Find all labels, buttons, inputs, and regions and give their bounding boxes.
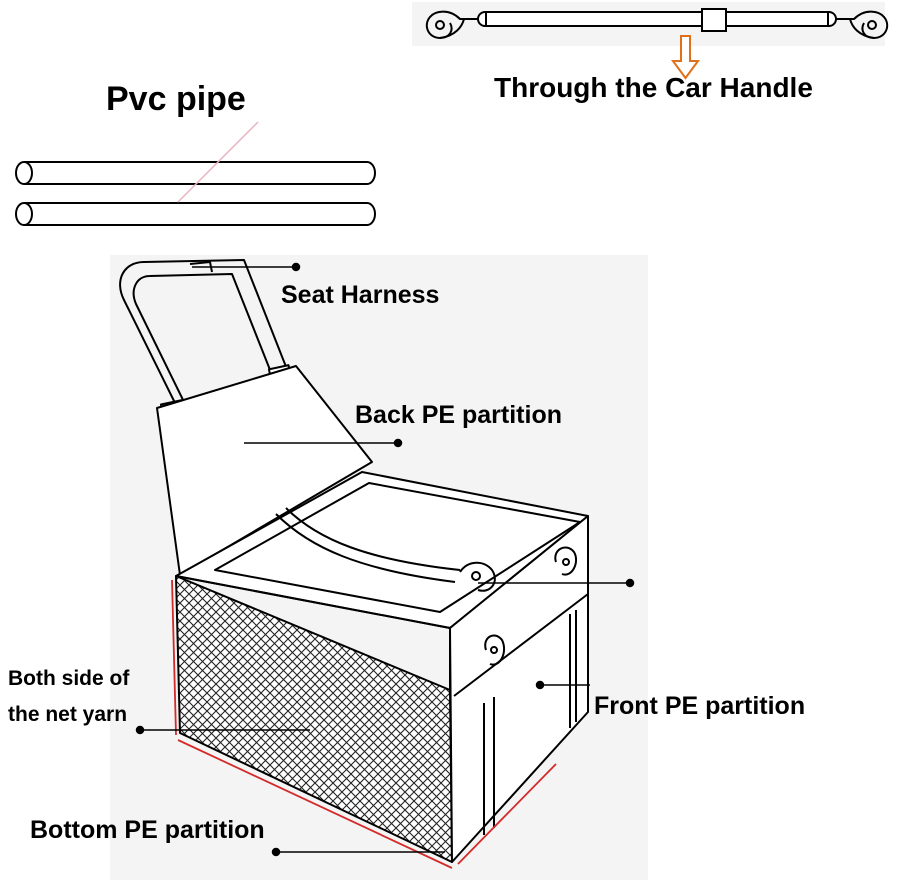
leader-lines	[135, 262, 635, 857]
strap-rod	[477, 11, 837, 27]
net-yarn-label-line2: the net yarn	[8, 703, 128, 726]
pvc-pipe-upper	[24, 161, 376, 185]
edge-highlights	[171, 579, 557, 869]
inner-seat-strap	[275, 513, 456, 583]
car-handle-strap	[425, 8, 889, 40]
back-partition-label: Back PE partition	[355, 401, 562, 429]
pvc-pipes	[15, 161, 376, 226]
strap-buckle	[701, 8, 727, 32]
car-seat-drawing	[119, 259, 589, 863]
through-car-handle-label: Through the Car Handle	[494, 72, 813, 103]
pvc-pointer-line	[177, 121, 259, 203]
carabiner-hook-icon	[459, 561, 496, 592]
carabiner-hook-icon	[836, 10, 889, 40]
seat-harness-strap	[119, 259, 293, 410]
bottom-partition-label: Bottom PE partition	[30, 816, 265, 844]
back-partition	[156, 365, 373, 576]
front-partition-label: Front PE partition	[594, 692, 806, 720]
d-ring-icon	[554, 546, 578, 576]
carabiner-hook-icon	[425, 10, 478, 40]
pvc-pipe-lower	[24, 202, 376, 226]
net-yarn-label-line1: Both side of	[8, 667, 130, 690]
d-ring-icon	[484, 634, 506, 666]
seat-harness-label: Seat Harness	[281, 281, 440, 309]
pvc-pipe-label: Pvc pipe	[106, 80, 246, 118]
down-arrow-icon	[671, 35, 700, 80]
